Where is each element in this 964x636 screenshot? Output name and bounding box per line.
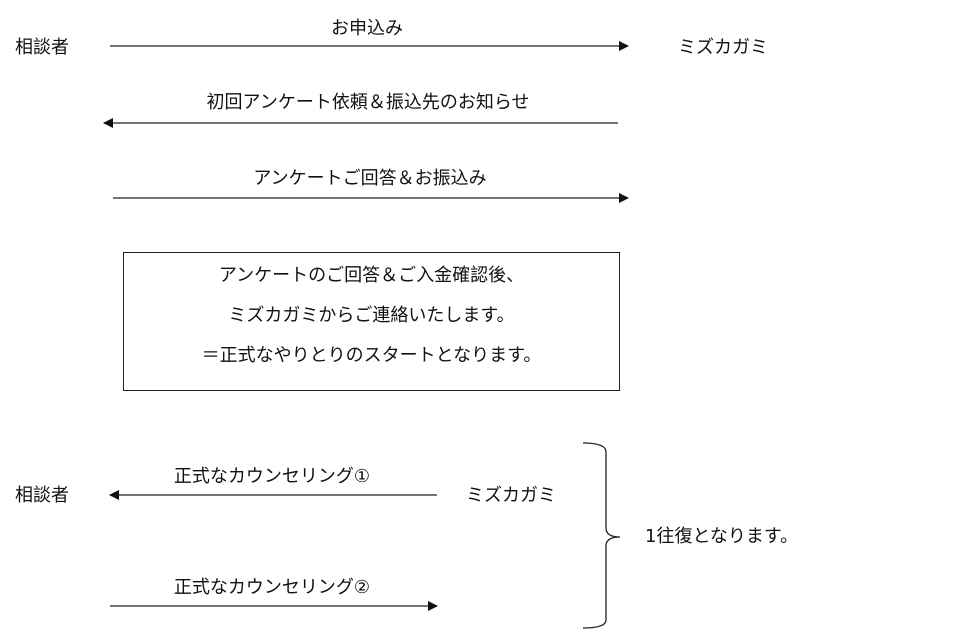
notice-box: アンケートのご回答＆ご入金確認後、 ミズカガミからご連絡いたします。 ＝正式なや… [123, 252, 620, 391]
provider-label-2: ミズカガミ [466, 485, 556, 506]
notice-line: ミズカガミからご連絡いたします。 [228, 305, 515, 326]
notice-line: アンケートのご回答＆ご入金確認後、 [218, 265, 525, 286]
counseling-label-2: 正式なカウンセリング② [173, 577, 371, 598]
counseling-label-1: 正式なカウンセリング① [173, 466, 371, 487]
notice-line: ＝正式なやりとりのスタートとなります。 [201, 345, 542, 366]
round-trip-note: 1往復となります。 [645, 526, 799, 547]
step-label-survey-request: 初回アンケート依頼＆振込先のお知らせ [206, 92, 530, 113]
step-label-survey-answer: アンケートご回答＆お振込み [253, 168, 487, 189]
client-label-2: 相談者 [15, 485, 69, 506]
step-label-apply: お申込み [331, 18, 403, 39]
client-label: 相談者 [15, 37, 69, 58]
provider-label: ミズカガミ [678, 37, 768, 58]
brace [582, 442, 621, 629]
